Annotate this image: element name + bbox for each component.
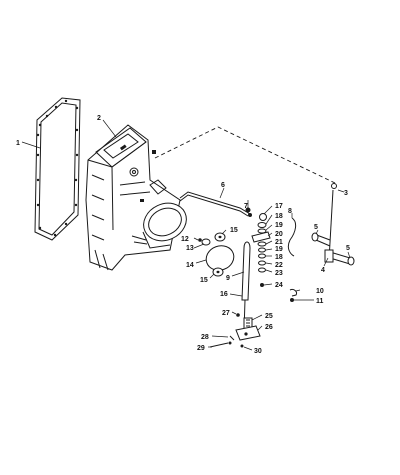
shift-lever-upper <box>311 183 355 266</box>
callout-20: 20 <box>275 231 283 238</box>
callout-23: 23 <box>275 270 283 277</box>
hex-nut <box>290 298 294 302</box>
plate-and-washers <box>198 232 235 277</box>
callout-22: 22 <box>275 262 283 269</box>
callout-6: 6 <box>221 182 225 189</box>
callout-25: 25 <box>265 313 273 320</box>
callout-19-top: 19 <box>275 222 283 229</box>
callout-7: 7 <box>244 203 248 210</box>
callout-18-top: 18 <box>275 213 283 220</box>
callout-8: 8 <box>288 208 292 215</box>
callout-28: 28 <box>201 334 209 341</box>
callout-4: 4 <box>321 267 325 274</box>
callout-26: 26 <box>265 324 273 331</box>
callout-2: 2 <box>97 115 101 122</box>
callout-12: 12 <box>181 236 189 243</box>
callout-17: 17 <box>275 203 283 210</box>
housing <box>85 124 187 271</box>
callout-1: 1 <box>16 140 20 147</box>
lower-block-assembly <box>209 313 261 348</box>
callout-3: 3 <box>344 190 348 197</box>
callout-5-left: 5 <box>314 224 318 231</box>
callout-5-right: 5 <box>346 245 350 252</box>
callout-18-bottom: 18 <box>275 254 283 261</box>
clip-pin <box>289 289 297 297</box>
callout-15-bottom: 15 <box>200 277 208 284</box>
callout-15-top: 15 <box>230 227 238 234</box>
callout-11: 11 <box>316 298 324 305</box>
callout-16: 16 <box>220 291 228 298</box>
spring-clip <box>287 217 297 257</box>
callout-9: 9 <box>226 275 230 282</box>
callout-30: 30 <box>254 348 262 355</box>
callout-labels: 1 2 3 4 5 5 6 7 8 9 10 11 12 13 14 15 15… <box>16 115 350 355</box>
callout-10: 10 <box>316 288 324 295</box>
shift-rod <box>179 191 252 217</box>
callout-21: 21 <box>275 239 283 246</box>
cable-route-dashed <box>154 126 336 184</box>
callout-14: 14 <box>186 262 194 269</box>
callout-24: 24 <box>275 282 283 289</box>
leader-lines <box>21 119 351 351</box>
callout-27: 27 <box>222 310 230 317</box>
gasket <box>34 97 81 241</box>
callout-13: 13 <box>186 245 194 252</box>
callout-19-bottom: 19 <box>275 246 283 253</box>
callout-29: 29 <box>197 345 205 352</box>
